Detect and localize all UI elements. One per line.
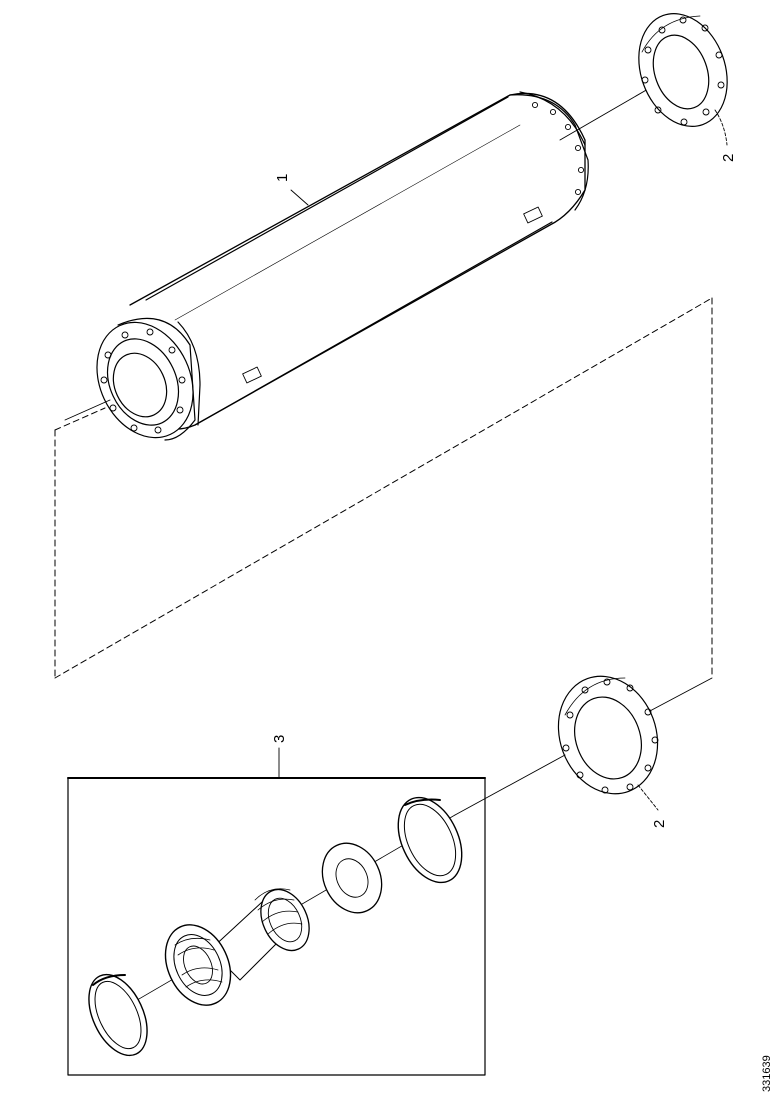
callout-3: 3	[271, 735, 288, 743]
figure-id: 331639	[761, 1055, 773, 1092]
tube-housing	[96, 91, 589, 441]
flange-gasket-bottom	[557, 675, 659, 795]
port-boss	[242, 206, 543, 384]
flange-gasket-top	[638, 13, 728, 127]
callout-1: 1	[274, 174, 291, 182]
bolt-holes-left	[100, 328, 186, 434]
kit-frame	[67, 777, 486, 1076]
internal-assembly-kit	[88, 796, 463, 1057]
callout-2-top: 2	[720, 154, 737, 162]
callout-2-bottom: 2	[651, 820, 668, 828]
bolt-holes-right	[531, 101, 585, 196]
explode-dashed-lines	[54, 297, 713, 679]
